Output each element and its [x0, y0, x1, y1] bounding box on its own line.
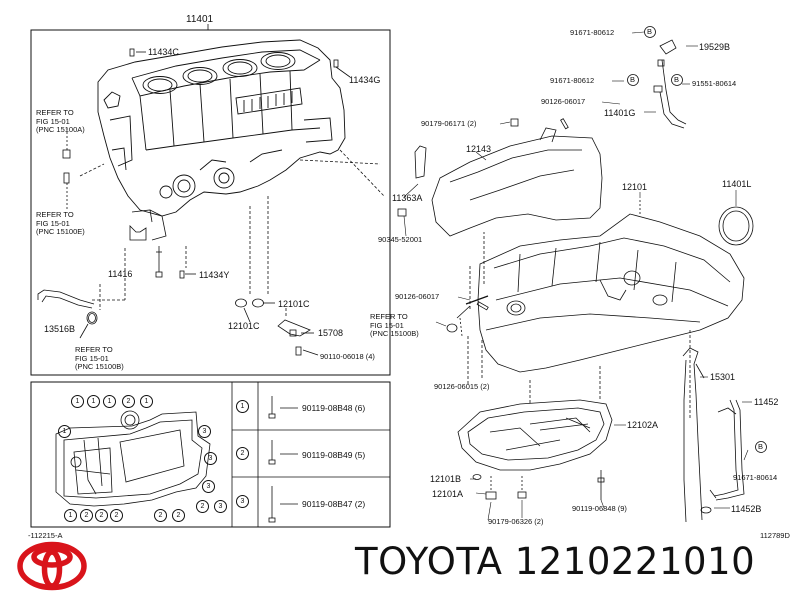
part-label-11434c: 11434C [148, 47, 179, 57]
layout-callout: 3 [204, 452, 217, 465]
label-leaders [403, 31, 752, 521]
part-label-12101b: 12101B [430, 474, 462, 484]
layout-callout: 3 [214, 500, 227, 513]
layout-callout: 2 [196, 500, 209, 513]
footer-right-code: 112789D [760, 531, 790, 540]
bolt-table-part-1: 90119-08B48 (6) [302, 403, 366, 413]
refer-note-1: REFER TO FIG 15-01 (PNC 15100A) [36, 108, 85, 134]
b-marker-3 [671, 74, 683, 86]
bolt-table-num-2: 2 [236, 447, 249, 460]
part-label-90110: 90110-06018 (4) [320, 352, 375, 361]
bolt-layout-frame [30, 381, 391, 528]
b-marker-letter: B [674, 75, 680, 84]
block-frame [30, 29, 391, 376]
oil-pan-drawing [397, 39, 754, 523]
layout-callout: 2 [172, 509, 185, 522]
block-small-parts [37, 48, 385, 356]
b-marker-2 [627, 74, 639, 86]
cylinder-block-drawing [97, 39, 346, 217]
b-marker-1 [644, 26, 656, 38]
part-label-91551: 91551-80614 [692, 79, 737, 88]
part-label-12101: 12101 [622, 182, 648, 192]
b-marker-4 [755, 441, 767, 453]
layout-callout: 2 [80, 509, 93, 522]
refer-note-4: REFER TO FIG 15-01 (PNC 15100B) [370, 312, 419, 338]
part-label-11452b: 11452B [731, 504, 762, 514]
bolt-table-num-3: 3 [236, 495, 249, 508]
layout-callout: 1 [140, 395, 153, 408]
part-label-11434g: 11434G [349, 75, 381, 85]
part-label-11401g: 11401G [604, 108, 636, 118]
layout-callout: 1 [64, 509, 77, 522]
part-label-19529b: 19529B [699, 42, 731, 52]
bolt-layout-drawing [55, 396, 298, 523]
layout-callout: 2 [95, 509, 108, 522]
part-label-90179-b: 90179-06326 (2) [488, 517, 544, 526]
b-marker-letter: B [647, 27, 653, 36]
part-label-90126-b: 90126-06017 [395, 292, 440, 301]
layout-callout: 1 [71, 395, 84, 408]
part-label-11452: 11452 [754, 397, 779, 407]
layout-callout: 1 [58, 425, 71, 438]
part-label-90345: 90345-52001 [378, 235, 423, 244]
bolt-table-part-2: 90119-08B49 (5) [302, 450, 366, 460]
part-label-11401l: 11401L [722, 179, 752, 189]
bolt-table-part-3: 90119-08B47 (2) [302, 499, 366, 509]
layout-callout: 3 [202, 480, 215, 493]
layout-callout: 2 [154, 509, 167, 522]
part-label-15301: 15301 [710, 372, 736, 382]
part-label-12101a: 12101A [432, 489, 464, 499]
part-label-11434y: 11434Y [199, 270, 230, 280]
b-marker-letter: B [758, 442, 764, 451]
refer-note-2: REFER TO FIG 15-01 (PNC 15100E) [36, 210, 85, 236]
part-label-13516b: 13516B [44, 324, 76, 334]
part-label-12102a: 12102A [627, 420, 659, 430]
part-label-90126-c: 90126-06015 (2) [434, 382, 490, 391]
part-label-91671-a: 91671-80612 [570, 28, 615, 37]
part-label-90126-a: 90126-06017 [541, 97, 586, 106]
layout-callout: 2 [122, 395, 135, 408]
bolt-table-num-1: 1 [236, 400, 249, 413]
part-label-91671-c: 91671-80614 [733, 473, 778, 482]
part-label-90119-06848: 90119-06848 (9) [572, 504, 627, 513]
layout-callout: 1 [103, 395, 116, 408]
part-label-12101c-a: 12101C [228, 321, 260, 331]
layout-callout: 2 [110, 509, 123, 522]
footer-left-code: -112215-A [28, 531, 63, 540]
brand-part-number: TOYOTA 1210221010 [355, 540, 756, 583]
toyota-logo-icon [17, 541, 87, 591]
layout-callout: 1 [87, 395, 100, 408]
part-label-12101c-b: 12101C [278, 299, 310, 309]
part-label-12143: 12143 [466, 144, 492, 154]
part-label-11401: 11401 [186, 14, 214, 25]
part-label-15708: 15708 [318, 328, 344, 338]
b-marker-letter: B [630, 75, 636, 84]
layout-callout: 3 [198, 425, 211, 438]
part-label-11416: 11416 [108, 269, 133, 279]
part-label-11363a: 11363A [392, 193, 423, 203]
part-label-91671-b: 91671-80612 [550, 76, 595, 85]
refer-note-3: REFER TO FIG 15-01 (PNC 15100B) [75, 345, 124, 371]
part-label-90179-a: 90179-06171 (2) [421, 119, 477, 128]
